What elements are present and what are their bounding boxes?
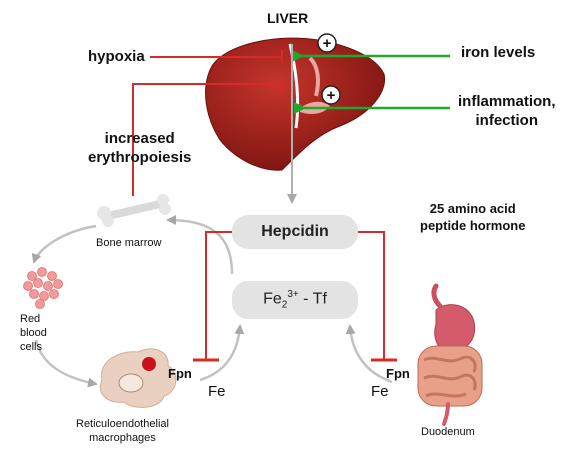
bone-marrow-label: Bone marrow [96,237,162,249]
fpn-left-label: Fpn [168,366,192,381]
erythropoiesis-label: increased erythropoiesis [88,129,191,167]
hypoxia-inhibition-line [150,50,283,64]
hepcidin-inhibits-macrophage-fpn [193,231,238,362]
erythropoiesis-inhibition-line [132,77,283,196]
macrophage-icon [99,348,177,408]
plus-icon: + [317,33,337,53]
macrophage-label: Reticuloendothelial macrophages [76,417,169,445]
transferrin-tf: - Tf [298,290,327,308]
transferrin-label: Fe23+ - Tf [263,289,327,311]
erythropoiesis-label-line1: increased [104,130,175,147]
fe-left-label: Fe [208,383,226,400]
duodenum-label: Duodenum [421,426,475,438]
erythropoiesis-label-line2: erythropoiesis [88,149,192,166]
red-blood-cells-icon [23,267,63,309]
hormone-description-line1: 25 amino acid [429,201,516,216]
rbc-label-line1: Red [20,313,41,325]
inflammation-label-line1: inflammation, [458,93,556,110]
duodenum-icon [417,283,483,426]
plus-icon: + [321,85,341,105]
hepcidin-node: Hepcidin [232,215,358,249]
red-blood-cells-label: Red blood cells [20,312,47,354]
rbc-label-line3: cells [20,341,43,353]
svg-text:+: + [327,87,336,104]
cycle-arrow-duodenum-to-transferrin [345,324,393,384]
macrophage-label-line2: macrophages [89,432,156,444]
cycle-arrow-transferrin-to-bone [166,215,234,275]
cycle-arrow-rbc-to-macrophage [34,339,98,388]
bone-icon [97,194,171,227]
svg-text:+: + [323,35,332,52]
fe-right-label: Fe [371,383,389,400]
macrophage-label-line1: Reticuloendothelial [76,418,169,430]
hypoxia-label: hypoxia [88,48,145,65]
hormone-description-line2: peptide hormone [420,218,526,233]
hormone-description: 25 amino acid peptide hormone [420,200,525,234]
transferrin-subscript: 2 [281,299,288,311]
liver-title: LIVER [267,10,309,26]
rbc-label-line2: blood [20,327,47,339]
inflammation-label: inflammation, infection [458,92,556,130]
cycle-arrow-macrophage-to-transferrin [199,324,245,382]
transferrin-fe: Fe [263,290,282,308]
cycle-arrow-bone-to-rbc [31,224,97,264]
transferrin-node: Fe23+ - Tf [232,281,358,319]
hepcidin-inhibits-duodenum-fpn [352,231,397,362]
inflammation-label-line2: infection [475,112,539,129]
transferrin-superscript: 3+ [287,289,299,301]
fpn-right-label: Fpn [386,366,410,381]
hepcidin-label: Hepcidin [261,223,329,240]
iron-levels-label: iron levels [461,44,536,61]
